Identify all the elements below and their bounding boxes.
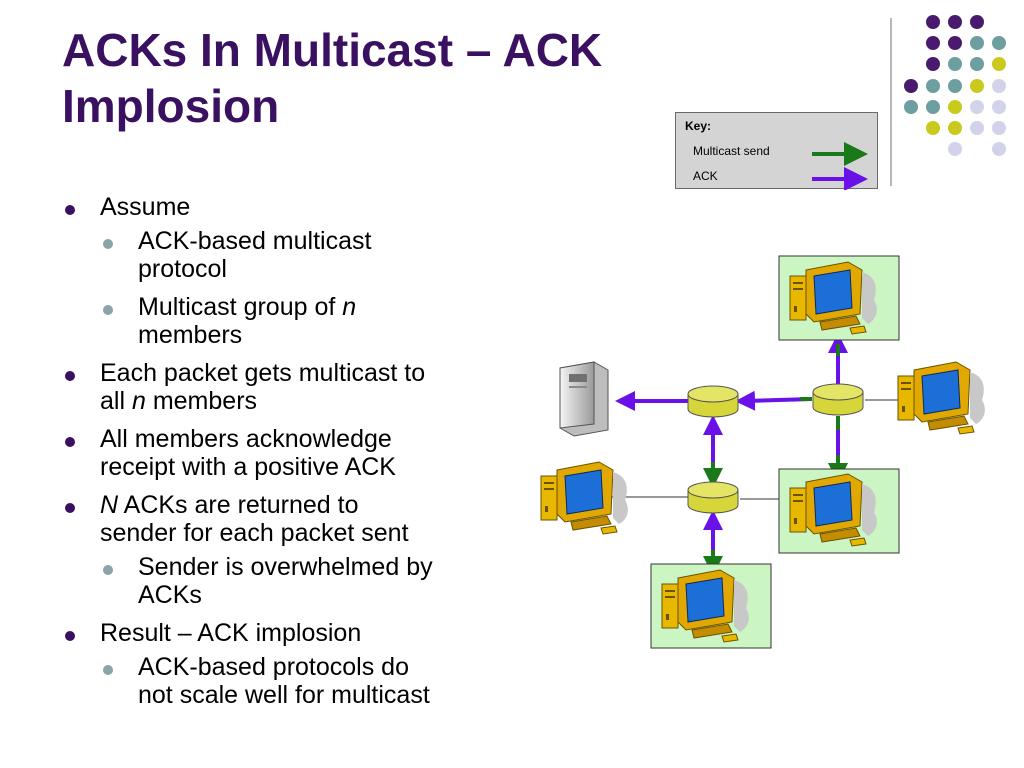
decorative-dot [904,79,918,93]
legend-key: Key: Multicast send ACK [675,112,878,190]
slide-title: ACKs In Multicast – ACK Implosion [62,22,782,134]
receiver-bottom [650,563,772,649]
decorative-dot [926,79,940,93]
variable-N: N [100,491,119,519]
decorative-dot [970,79,984,93]
bullet-list: Assume ACK-based multicast protocol Mult… [62,193,522,719]
receiver-middle-right [778,468,900,554]
sub-bullet-overwhelmed-line2: ACKs [138,581,202,609]
sub-bullet-group-size-line2: members [138,321,243,349]
decorative-dot [948,15,962,29]
decorative-dot [926,15,940,29]
slide-title-line2: Implosion [62,80,280,132]
legend-arrows [812,142,868,190]
decorative-dot [992,57,1006,71]
sub-bullet-ack-based-line2: protocol [138,255,227,283]
arrow-router-right-router-left [735,390,813,411]
router-left [687,385,739,418]
decorative-dot [970,57,984,71]
bullet-each-packet-line1: Each packet gets multicast to [100,359,426,387]
legend-multicast-send-label: Multicast send [693,144,770,158]
sub-bullet-scale: ACK-based protocols do not scale well fo… [100,653,522,709]
bullet-n-acks: N ACKs are returned to sender for each p… [62,491,522,609]
receiver-right [897,361,986,435]
decorative-dot [926,121,940,135]
header-divider [890,18,892,186]
decorative-dot [970,15,984,29]
sub-bullet-ack-based: ACK-based multicast protocol [100,227,522,283]
bullet-each-packet-members: members [152,387,258,415]
sub-bullet-overwhelmed: Sender is overwhelmed by ACKs [100,553,522,609]
decorative-dot [970,121,984,135]
bullet-all-members-line2: receipt with a positive ACK [100,453,396,481]
receiver-left [540,461,629,535]
decorative-dot [904,100,918,114]
decorative-dot [992,121,1006,135]
bullet-n-acks-line1: ACKs are returned to [123,491,359,519]
sender-server [559,361,609,437]
bullet-assume: Assume ACK-based multicast protocol Mult… [62,193,522,349]
decorative-dot [948,57,962,71]
sub-bullet-ack-based-line1: ACK-based multicast [138,227,372,255]
receiver-top [778,255,900,341]
decorative-dot [926,36,940,50]
decorative-dot [970,100,984,114]
router-bottom [687,481,739,514]
decorative-dot [992,142,1006,156]
decorative-dot [948,36,962,50]
decorative-dot [926,57,940,71]
slide-title-line1: ACKs In Multicast – ACK [62,24,603,76]
decorative-dot [948,100,962,114]
sub-bullet-scale-line2: not scale well for multicast [138,681,430,709]
legend-title: Key: [685,119,712,133]
bullet-assume-text: Assume [100,193,191,221]
sub-bullet-overwhelmed-line1: Sender is overwhelmed by [138,553,433,581]
decorative-dot [948,121,962,135]
bullet-all-members-line1: All members acknowledge [100,425,392,453]
decorative-dot [992,79,1006,93]
bullet-result: Result – ACK implosion ACK-based protoco… [62,619,522,709]
bullet-each-packet-all: all [100,387,126,415]
sub-bullet-group-size-line1: Multicast group of [138,293,336,321]
sub-bullet-group-size: Multicast group of n members [100,293,522,349]
sub-bullet-scale-line1: ACK-based protocols do [138,653,409,681]
bullet-result-text: Result – ACK implosion [100,619,362,647]
variable-n: n [131,387,146,415]
bullet-n-acks-line2: sender for each packet sent [100,519,409,547]
bullet-each-packet: Each packet gets multicast to all n memb… [62,359,522,415]
decorative-dot [970,36,984,50]
router-right [812,383,864,416]
variable-n: n [342,293,357,321]
decorative-dot [948,79,962,93]
decorative-dot [926,100,940,114]
decorative-dot [948,142,962,156]
decorative-dot [992,100,1006,114]
decorative-dot [992,36,1006,50]
legend-ack-label: ACK [693,169,718,183]
bullet-all-members: All members acknowledge receipt with a p… [62,425,522,481]
